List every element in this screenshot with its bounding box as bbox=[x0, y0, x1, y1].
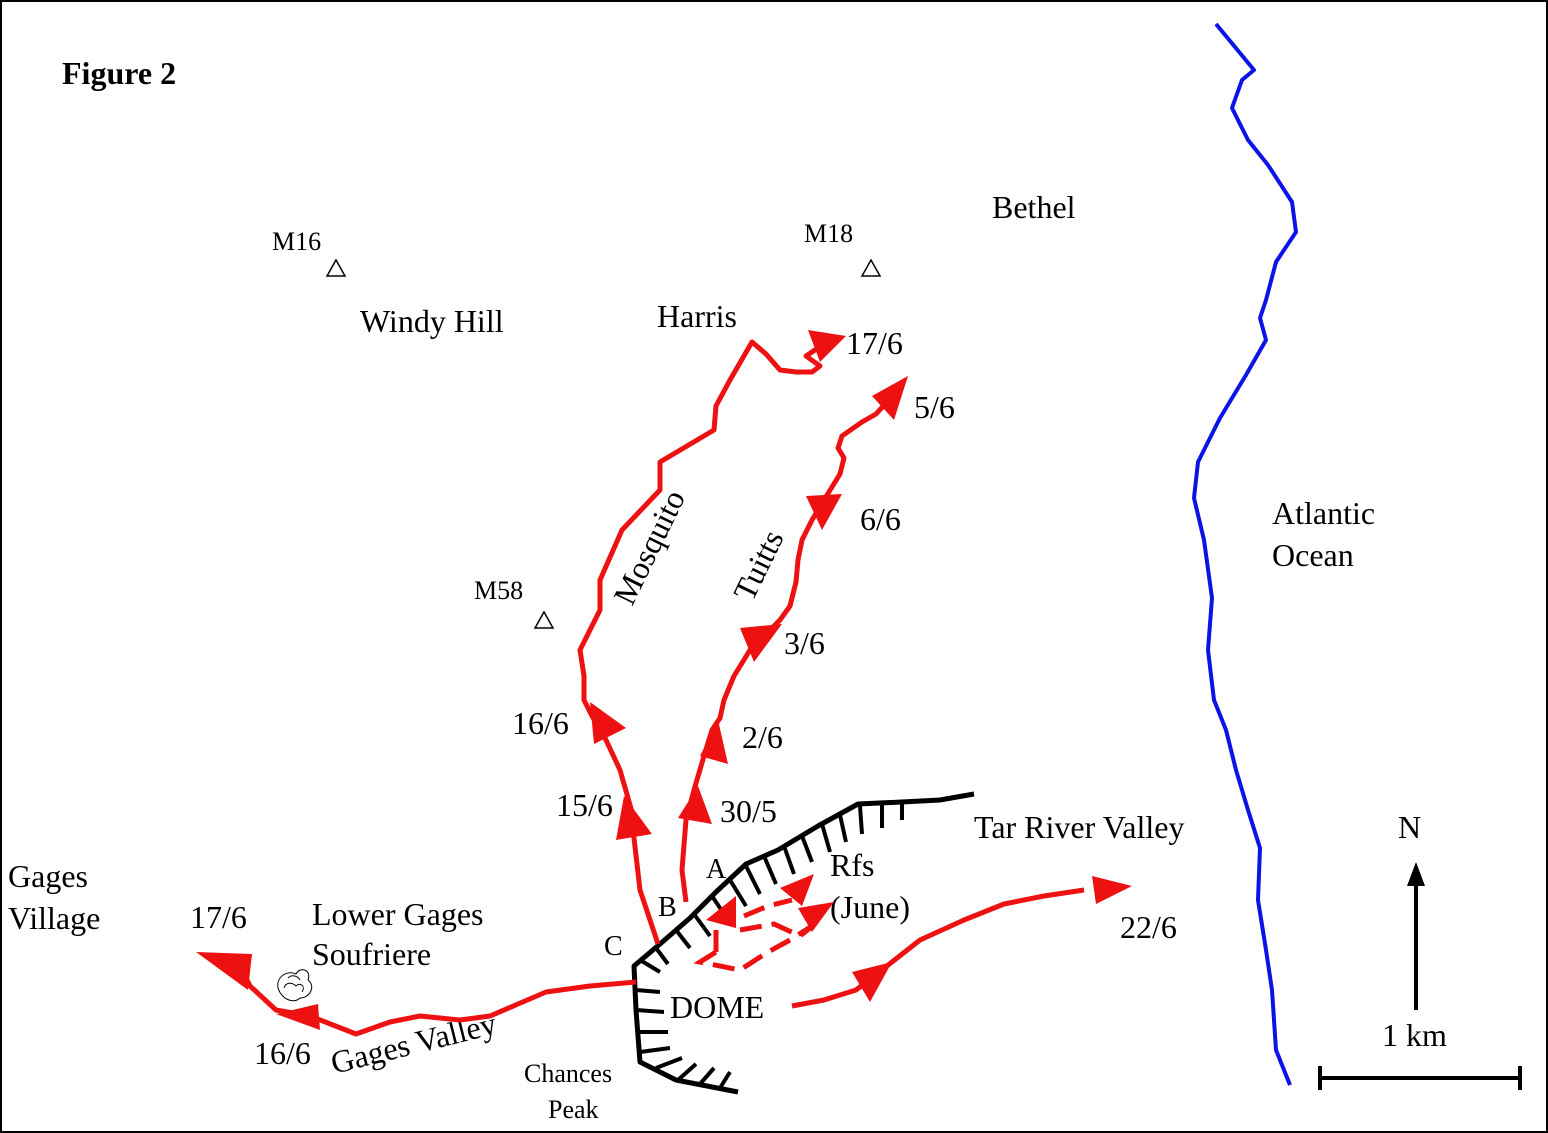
arrowhead bbox=[706, 896, 736, 928]
rockfalls-paths bbox=[693, 874, 834, 973]
arrowhead bbox=[740, 624, 782, 662]
scale-label: 1 km bbox=[1382, 1017, 1447, 1053]
arrowhead bbox=[852, 962, 892, 1002]
station-m58: M58 bbox=[474, 576, 555, 629]
station-m16: M16 bbox=[272, 227, 347, 277]
crater-hachures bbox=[635, 802, 904, 1090]
place-tuitts: Tuitts bbox=[726, 524, 791, 606]
north-arrow: N bbox=[1398, 809, 1425, 1010]
scale-bar: 1 km bbox=[1318, 1017, 1522, 1090]
date-label: 22/6 bbox=[1120, 909, 1177, 945]
date-label: 3/6 bbox=[784, 625, 825, 661]
arrowhead bbox=[196, 952, 252, 990]
place-peak: Peak bbox=[548, 1095, 599, 1124]
arrowhead bbox=[678, 786, 712, 824]
place-atlantic: Atlantic bbox=[1272, 495, 1375, 531]
place-lower-gages: Lower Gages bbox=[312, 896, 483, 932]
arrowhead bbox=[590, 702, 626, 744]
station-triangle-icon bbox=[325, 258, 347, 277]
date-label: 16/6 bbox=[512, 705, 569, 741]
arrowhead bbox=[808, 330, 846, 362]
flow-tar-river bbox=[791, 876, 1132, 1009]
point-b-label: B bbox=[658, 892, 677, 923]
coastline bbox=[1192, 22, 1298, 1086]
place-tar-river-valley: Tar River Valley bbox=[974, 809, 1184, 845]
place-chances: Chances bbox=[524, 1059, 612, 1088]
dome-label: DOME bbox=[670, 989, 764, 1025]
figure-title: Figure 2 bbox=[62, 55, 176, 91]
point-a-label: A bbox=[706, 854, 727, 885]
date-label: 15/6 bbox=[556, 787, 613, 823]
station-label: M58 bbox=[474, 576, 523, 605]
place-soufriere: Soufriere bbox=[312, 936, 431, 972]
place-windy-hill: Windy Hill bbox=[360, 303, 504, 339]
arrowhead bbox=[872, 376, 908, 420]
flow-gages-valley bbox=[196, 952, 637, 1037]
date-label: 30/5 bbox=[720, 793, 777, 829]
rockfalls-date: (June) bbox=[830, 889, 910, 925]
station-triangle-icon bbox=[860, 258, 882, 277]
place-village: Village bbox=[8, 900, 100, 936]
soufriere-vent-icon bbox=[277, 969, 313, 1002]
arrowhead bbox=[700, 720, 728, 764]
north-label: N bbox=[1398, 809, 1421, 845]
station-m18: M18 bbox=[804, 219, 882, 277]
crater-rim bbox=[631, 791, 975, 1095]
arrowhead bbox=[276, 1004, 320, 1030]
date-label: 17/6 bbox=[846, 325, 903, 361]
arrowhead bbox=[780, 874, 814, 906]
arrowhead bbox=[798, 902, 834, 932]
station-label: M18 bbox=[804, 219, 853, 248]
place-ocean: Ocean bbox=[1272, 537, 1354, 573]
arrowhead bbox=[616, 796, 652, 840]
flow-mosquito-harris bbox=[577, 330, 846, 945]
flow-tuitts bbox=[678, 376, 908, 903]
place-gages: Gages bbox=[8, 858, 88, 894]
date-label: 17/6 bbox=[190, 899, 247, 935]
station-triangle-icon bbox=[533, 610, 555, 629]
date-label: 2/6 bbox=[742, 719, 783, 755]
date-label: 16/6 bbox=[254, 1035, 311, 1071]
date-label: 6/6 bbox=[860, 501, 901, 537]
arrowhead bbox=[806, 494, 842, 530]
rockfalls-label: Rfs bbox=[830, 847, 874, 883]
place-harris: Harris bbox=[657, 298, 737, 334]
place-bethel: Bethel bbox=[992, 189, 1076, 225]
date-label: 5/6 bbox=[914, 389, 955, 425]
point-c-label: C bbox=[604, 931, 623, 962]
arrowhead bbox=[1092, 876, 1132, 904]
station-label: M16 bbox=[272, 227, 321, 256]
